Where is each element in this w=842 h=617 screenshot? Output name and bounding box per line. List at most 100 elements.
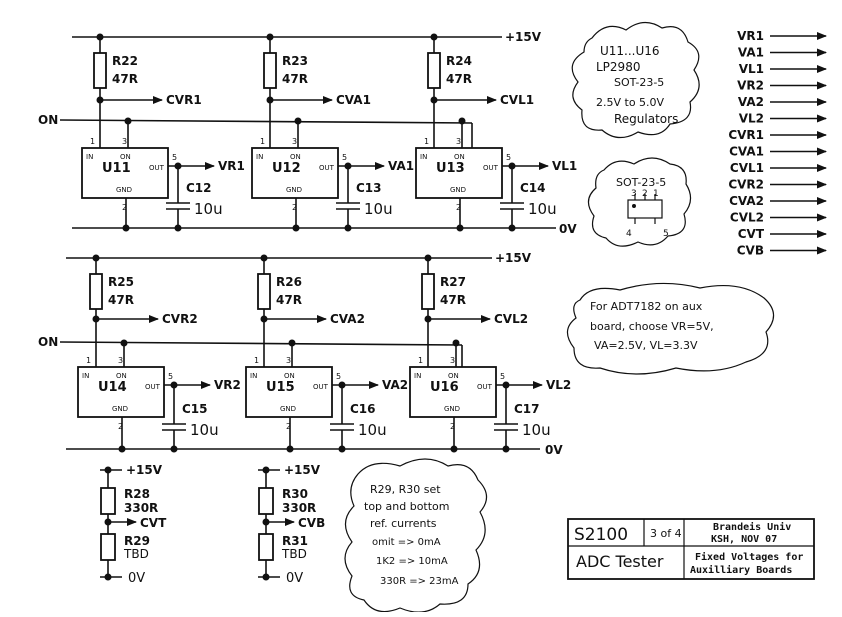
divider-supply-label: +15V xyxy=(284,463,321,477)
output-cvb: CVB xyxy=(737,244,827,258)
divider-supply-label: +15V xyxy=(126,463,163,477)
resistor-value: 47R xyxy=(440,293,466,307)
divider-bottom-resistor xyxy=(258,533,274,561)
capacitor-ref: C15 xyxy=(182,402,208,416)
output-label: CVR1 xyxy=(728,128,764,142)
resistor-symbol xyxy=(421,273,435,310)
resistor-value: 47R xyxy=(446,72,472,86)
output-label: CVA1 xyxy=(729,145,764,159)
regulator-ref: U13 xyxy=(436,161,465,176)
divider-ground-label: 0V xyxy=(286,571,303,586)
divider-top-resistor xyxy=(258,487,274,515)
resistor-symbol xyxy=(89,273,103,310)
regulator-body xyxy=(415,147,503,199)
pin-1-number: 1 xyxy=(86,356,91,365)
sheet-number: 3 of 4 xyxy=(650,527,682,540)
note-reg-line-2: LP2980 xyxy=(596,60,640,74)
capacitor-value: 10u xyxy=(194,200,223,218)
pin-on-label: ON xyxy=(120,153,131,161)
junction-dot xyxy=(96,33,104,41)
junction-dot xyxy=(288,339,296,347)
note-reg-line-5: Regulators xyxy=(614,112,678,126)
author-date: KSH, NOV 07 xyxy=(711,534,777,545)
pin-on-label: ON xyxy=(454,153,465,161)
regulator-ref: U12 xyxy=(272,161,301,176)
resistor-ref: R27 xyxy=(440,275,466,289)
note-reg-line-1: U11...U16 xyxy=(600,44,660,58)
pin-3-number: 3 xyxy=(450,356,455,365)
pin-2-number: 2 xyxy=(456,203,461,212)
bottom-on-label: ON xyxy=(38,335,58,349)
title-block-frame xyxy=(567,518,815,580)
output-label: CVT xyxy=(738,227,765,241)
pin-in-label: IN xyxy=(256,153,263,161)
bottom-on-line xyxy=(59,341,463,346)
pin-3-number: 3 xyxy=(456,137,461,146)
divider-tap-label: CVB xyxy=(298,516,325,530)
junction-dot xyxy=(344,224,352,232)
note-cur-line-2: top and bottom xyxy=(364,500,450,513)
sot23-body xyxy=(627,199,663,219)
pin-5-number: 5 xyxy=(168,372,173,381)
divider-tap-label: CVT xyxy=(140,516,167,530)
note-adt-line-3: VA=2.5V, VL=3.3V xyxy=(594,339,698,352)
output-label: CVR2 xyxy=(728,178,764,192)
divider-bottom-value: TBD xyxy=(281,547,307,561)
regulator-output-label: VR2 xyxy=(214,378,241,392)
cv-output-label: CVA1 xyxy=(336,93,371,107)
junction-dot xyxy=(170,445,178,453)
output-label: CVL1 xyxy=(730,161,764,175)
divider-bottom-ref: R31 xyxy=(282,534,308,548)
pin-5-number: 5 xyxy=(336,372,341,381)
junction-dot xyxy=(260,254,268,262)
pin-1-number: 1 xyxy=(424,137,429,146)
pin-1-number: 1 xyxy=(260,137,265,146)
note-reg-line-4: 2.5V to 5.0V xyxy=(596,96,665,109)
output-label: VR1 xyxy=(737,29,764,43)
project-name: ADC Tester xyxy=(576,552,664,571)
regulator-output-label: VR1 xyxy=(218,159,245,173)
resistor-symbol xyxy=(427,52,441,89)
pkg-pin-4: 4 xyxy=(626,229,632,239)
note-adt: For ADT7182 on aux board, choose VR=5V, … xyxy=(566,282,775,375)
description-line-2: Auxilliary Boards xyxy=(690,564,792,576)
resistor-value: 47R xyxy=(112,72,138,86)
note-cur-line-6: 330R => 23mA xyxy=(380,576,459,587)
pin-gnd-label: GND xyxy=(450,186,466,194)
output-va1: VA1 xyxy=(738,46,827,60)
capacitor-ref: C14 xyxy=(520,181,546,195)
capacitor-value: 10u xyxy=(364,200,393,218)
output-cvt: CVT xyxy=(738,227,827,241)
output-cva1: CVA1 xyxy=(729,145,827,159)
note-cur-line-5: 1K2 => 10mA xyxy=(376,556,448,567)
package-title: SOT-23-5 xyxy=(616,176,666,189)
pin-gnd-label: GND xyxy=(286,186,302,194)
cv-output-label: CVA2 xyxy=(330,312,365,326)
note-reg-line-3: SOT-23-5 xyxy=(614,76,664,89)
regulator-output-label: VA2 xyxy=(382,378,408,392)
pin-5-number: 5 xyxy=(342,153,347,162)
divider-bottom-value: TBD xyxy=(123,547,149,561)
pin-gnd-label: GND xyxy=(280,405,296,413)
resistor-value: 47R xyxy=(108,293,134,307)
junction-dot xyxy=(286,445,294,453)
junction-dot xyxy=(294,117,302,125)
resistor-value: 47R xyxy=(276,293,302,307)
junction-dot xyxy=(502,445,510,453)
resistor-ref: R22 xyxy=(112,54,138,68)
junction-dot xyxy=(452,339,460,347)
output-label: VL1 xyxy=(739,62,764,76)
pin-out-label: OUT xyxy=(149,164,165,172)
pin-1-number: 1 xyxy=(254,356,259,365)
capacitor-ref: C12 xyxy=(186,181,212,195)
reference-dividers: +15VR28330RCVTR29TBD0V+15VR30330RCVBR31T… xyxy=(100,463,325,586)
capacitor-value: 10u xyxy=(528,200,557,218)
cv-output-label: CVR2 xyxy=(162,312,198,326)
capacitor-value: 10u xyxy=(522,421,551,439)
junction-dot xyxy=(292,224,300,232)
